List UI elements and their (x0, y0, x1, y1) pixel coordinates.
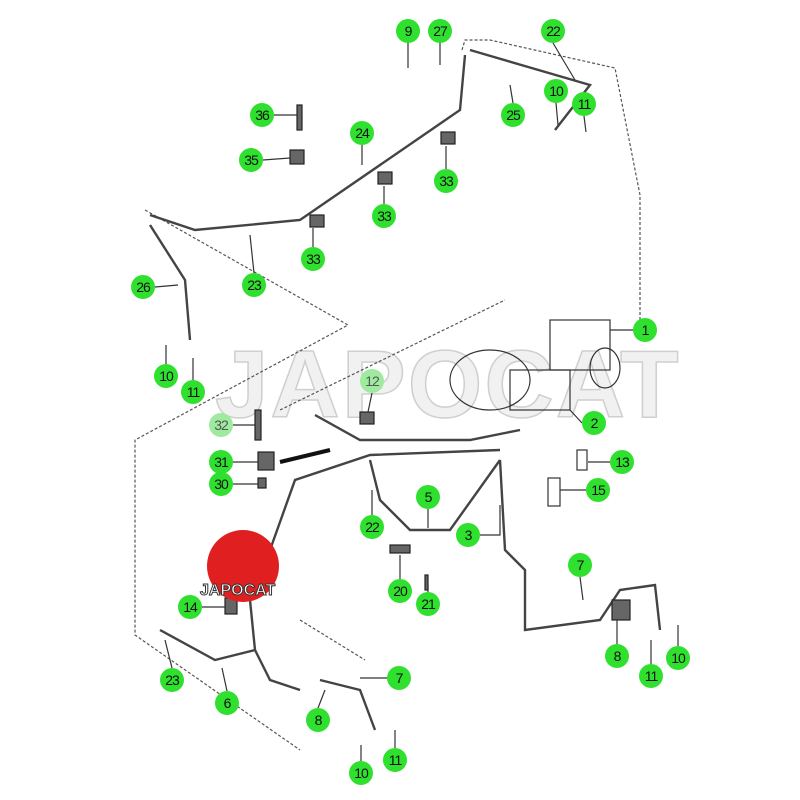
callout-14: 14 (178, 595, 202, 619)
callout-11: 11 (181, 380, 205, 404)
callout-21: 21 (416, 592, 440, 616)
japocat-logo (207, 530, 279, 602)
callout-5: 5 (416, 485, 440, 509)
callout-36: 36 (250, 103, 274, 127)
callout-13: 13 (610, 450, 634, 474)
logo-text: JAPOCAT (199, 582, 276, 600)
callout-20: 20 (388, 579, 412, 603)
callout-8: 8 (306, 708, 330, 732)
callout-23: 23 (242, 273, 266, 297)
callout-31: 31 (209, 450, 233, 474)
callout-1: 1 (633, 318, 657, 342)
callout-10: 10 (544, 79, 568, 103)
callout-8: 8 (605, 644, 629, 668)
callout-7: 7 (568, 553, 592, 577)
callout-7: 7 (387, 666, 411, 690)
abs-booster (449, 319, 621, 507)
callout-23: 23 (160, 668, 184, 692)
callout-2: 2 (582, 411, 606, 435)
group-outline (134, 39, 641, 751)
callout-11: 11 (572, 92, 596, 116)
callout-9: 9 (396, 19, 420, 43)
callout-10: 10 (154, 364, 178, 388)
leader-lines (154, 42, 679, 761)
callout-33: 33 (301, 247, 325, 271)
callout-27: 27 (428, 19, 452, 43)
callout-24: 24 (350, 121, 374, 145)
callout-35: 35 (239, 148, 263, 172)
callout-33: 33 (372, 204, 396, 228)
callout-22: 22 (360, 515, 384, 539)
callout-30: 30 (209, 472, 233, 496)
callout-25: 25 (501, 103, 525, 127)
callout-11: 11 (639, 664, 663, 688)
callout-12: 12 (360, 369, 384, 393)
callout-6: 6 (215, 691, 239, 715)
callout-22: 22 (541, 19, 565, 43)
callout-10: 10 (666, 646, 690, 670)
fittings (224, 104, 631, 621)
callout-11: 11 (383, 748, 407, 772)
callout-32: 32 (209, 413, 233, 437)
callout-10: 10 (349, 761, 373, 785)
callout-15: 15 (586, 478, 610, 502)
callout-33: 33 (434, 169, 458, 193)
callout-26: 26 (131, 275, 155, 299)
callout-3: 3 (456, 523, 480, 547)
